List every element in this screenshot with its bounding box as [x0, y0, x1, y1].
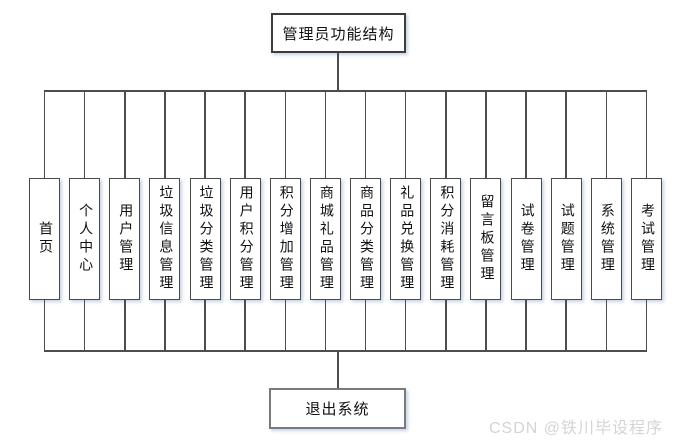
connector-child-drop-bottom [565, 300, 567, 350]
connector-child-drop-top [324, 91, 327, 178]
connector-child-drop-top [645, 91, 648, 178]
connector-footer-stem [337, 351, 339, 388]
connector-child-drop-top [485, 91, 487, 178]
connector-child-drop-top [525, 91, 527, 178]
connector-child-drop-bottom [83, 300, 86, 350]
child-node: 试卷管理 [510, 178, 542, 300]
child-node: 商品分类管理 [350, 178, 382, 300]
connector-child-drop-top [124, 91, 126, 178]
child-node: 用户积分管理 [229, 178, 261, 300]
child-node: 积分消耗管理 [430, 178, 462, 300]
connector-child-drop-top [43, 91, 46, 178]
connector-child-drop-top [565, 91, 567, 178]
root-node: 管理员功能结构 [271, 13, 406, 53]
connector-child-drop-bottom [244, 300, 246, 350]
connector-top-bus [44, 90, 647, 92]
child-node: 留言板管理 [470, 178, 502, 300]
child-node: 用户管理 [109, 178, 141, 300]
connector-child-drop-top [605, 91, 608, 178]
connector-child-drop-top [404, 91, 407, 178]
connector-child-drop-bottom [284, 300, 287, 350]
connector-child-drop-top [244, 91, 246, 178]
watermark-text: CSDN @铁川毕设程序 [488, 420, 663, 437]
connector-child-drop-bottom [204, 300, 206, 350]
connector-child-drop-bottom [324, 300, 327, 350]
connector-child-drop-bottom [525, 300, 527, 350]
child-node: 系统管理 [590, 178, 622, 300]
connector-child-drop-bottom [445, 300, 447, 350]
connector-child-drop-top [164, 91, 166, 178]
child-node: 考试管理 [631, 178, 662, 300]
connector-child-drop-top [204, 91, 206, 178]
connector-child-drop-top [284, 91, 287, 178]
connector-child-drop-top [445, 91, 447, 178]
child-node: 个人中心 [69, 178, 101, 300]
connector-child-drop-top [83, 91, 86, 178]
child-node: 礼品兑换管理 [390, 178, 422, 300]
child-node: 商城礼品管理 [309, 178, 341, 300]
connector-child-drop-bottom [364, 300, 367, 350]
connector-child-drop-bottom [43, 300, 46, 350]
connector-child-drop-bottom [404, 300, 407, 350]
child-node: 垃圾信息管理 [149, 178, 181, 300]
connector-child-drop-bottom [605, 300, 608, 350]
connector-root-stem [337, 53, 339, 90]
footer-node: 退出系统 [269, 388, 406, 429]
child-node: 首页 [29, 178, 60, 300]
connector-bottom-bus [44, 350, 647, 352]
connector-child-drop-bottom [124, 300, 126, 350]
connector-child-drop-top [364, 91, 367, 178]
connector-child-drop-bottom [645, 300, 648, 350]
connector-child-drop-bottom [485, 300, 487, 350]
child-node: 试题管理 [550, 178, 582, 300]
connector-child-drop-bottom [164, 300, 166, 350]
child-node: 垃圾分类管理 [189, 178, 221, 300]
child-node: 积分增加管理 [269, 178, 301, 300]
